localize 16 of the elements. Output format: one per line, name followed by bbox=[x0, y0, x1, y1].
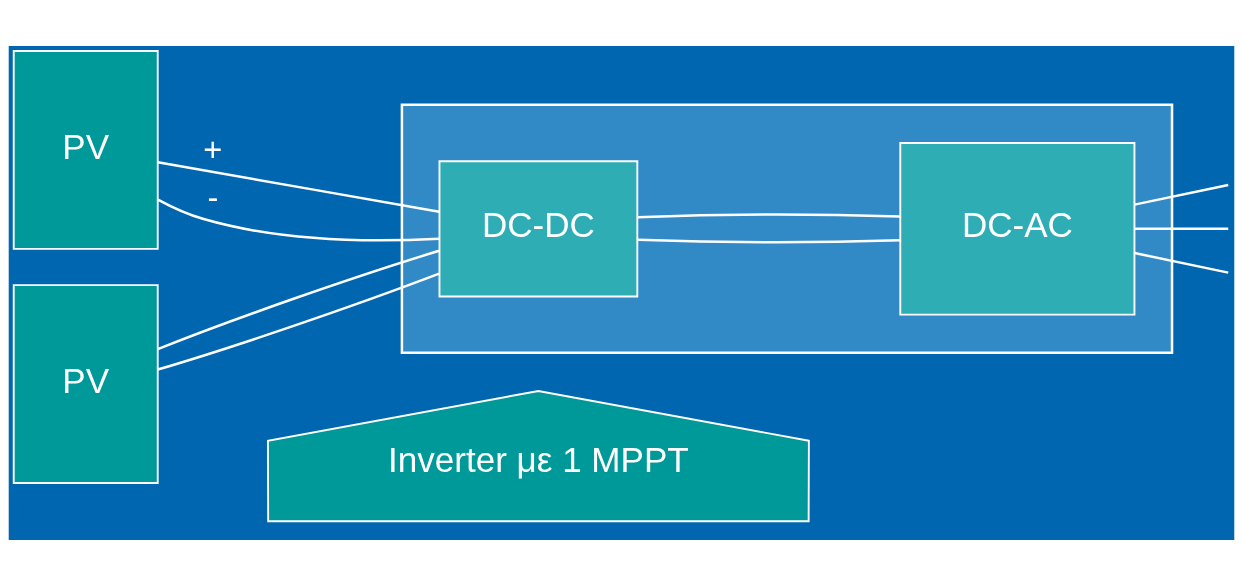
connector bbox=[157, 249, 440, 350]
edge-label: + bbox=[203, 131, 223, 168]
node-box: DC-DC bbox=[438, 159, 639, 297]
connector bbox=[157, 198, 440, 241]
connector bbox=[157, 160, 440, 213]
connector bbox=[1134, 183, 1229, 206]
connector bbox=[637, 213, 901, 218]
connector bbox=[1134, 227, 1229, 230]
connector bbox=[1134, 251, 1229, 274]
cluster bbox=[400, 103, 1174, 354]
connector bbox=[157, 272, 440, 371]
node-box: PV bbox=[12, 49, 159, 250]
connector bbox=[637, 237, 901, 243]
edge-label: - bbox=[207, 179, 219, 216]
node-box: DC-AC bbox=[899, 141, 1136, 316]
node-box: PV bbox=[12, 283, 159, 484]
